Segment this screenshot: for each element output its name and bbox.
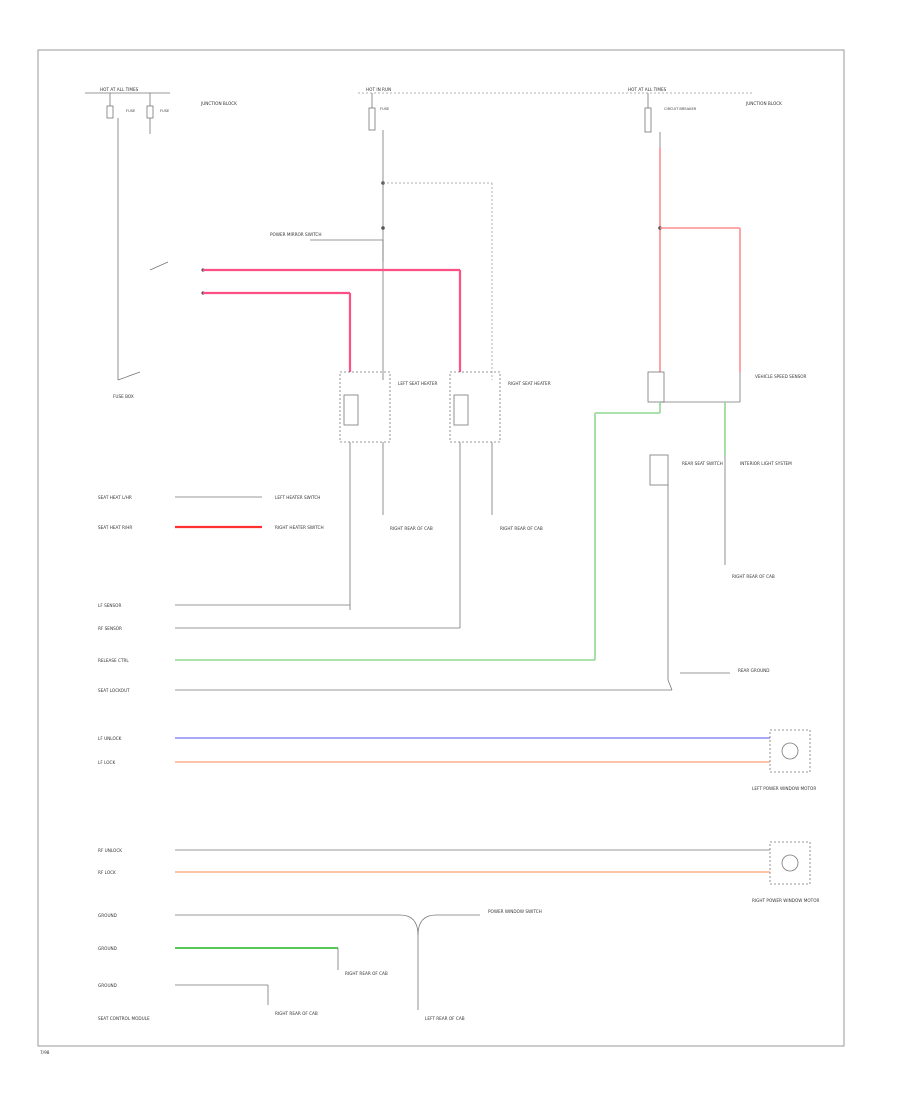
label-power-mirror: POWER MIRROR SWITCH <box>270 232 321 237</box>
switch-left <box>149 261 169 271</box>
label-junction-left: JUNCTION BLOCK <box>200 101 237 106</box>
wire-segment <box>667 679 673 691</box>
label-rf-sensor: RF SENSOR <box>98 626 122 631</box>
wire-segment <box>399 914 419 1010</box>
label-left-heater-switch: LEFT HEATER SWITCH <box>275 495 320 500</box>
label-ground-g5: RIGHT REAR OF CAB <box>345 971 388 976</box>
label-ground-1: GROUND <box>98 913 117 918</box>
label-ground-g6: RIGHT REAR OF CAB <box>275 1011 318 1016</box>
label-hot-right: HOT AT ALL TIMES <box>628 87 667 92</box>
splice-dot <box>781 854 799 872</box>
label-hot-in-run: HOT IN RUN <box>366 87 391 92</box>
label-release-ctrl: RELEASE CTRL <box>98 658 129 663</box>
label-junction-right: JUNCTION BLOCK <box>745 101 782 106</box>
footer-code: 7/98 <box>40 1050 50 1055</box>
label-right-seat-heater: RIGHT SEAT HEATER <box>508 381 551 386</box>
label-rear-ground: REAR GROUND <box>738 668 770 673</box>
splice-dot <box>781 742 799 760</box>
fuse-c-symbol <box>368 107 376 131</box>
label-ground-g1: RIGHT REAR OF CAB <box>390 526 433 531</box>
rear-seat-switch-box <box>649 454 669 486</box>
label-circuit-breaker: CIRCUIT BREAKER <box>664 107 697 111</box>
right-heater-element <box>453 394 469 426</box>
left-heater-element <box>343 394 359 426</box>
label-ground-2: GROUND <box>98 946 117 951</box>
splice-dot <box>381 226 385 230</box>
wire-segment <box>117 371 141 381</box>
fuse-a-symbol <box>106 105 114 119</box>
left-window-motor-box <box>769 729 811 773</box>
label-ground-g4: LEFT REAR OF CAB <box>425 1016 465 1021</box>
label-fuse-c: FUSE <box>380 107 390 111</box>
label-lf-sensor: LF SENSOR <box>98 603 121 608</box>
label-seat-control-module: SEAT CONTROL MODULE <box>98 1016 150 1021</box>
label-vehicle-speed-sensor: VEHICLE SPEED SENSOR <box>755 374 807 379</box>
label-power-window-switch: POWER WINDOW SWITCH <box>488 909 542 914</box>
left-heater-switch-box <box>339 371 391 443</box>
vss-connector <box>647 371 665 403</box>
label-fuse-b: FUSE <box>160 109 170 113</box>
label-seat-heat-right: SEAT HEAT R/HR <box>98 525 132 530</box>
label-hot-left: HOT AT ALL TIMES <box>100 87 139 92</box>
label-interior-light: INTERIOR LIGHT SYSTEM <box>740 461 792 466</box>
label-ground-g2: RIGHT REAR OF CAB <box>500 526 543 531</box>
label-lf-unlock: LF UNLOCK <box>98 736 122 741</box>
label-seat-lockout: SEAT LOCKOUT <box>98 688 130 693</box>
circuit-breaker-symbol <box>644 107 652 133</box>
label-left-seat-heater: LEFT SEAT HEATER <box>398 381 437 386</box>
right-heater-switch-box <box>449 371 501 443</box>
label-lf-lock: LF LOCK <box>98 760 115 765</box>
label-right-heater-switch: RIGHT HEATER SWITCH <box>275 525 324 530</box>
label-left-window-motor: LEFT POWER WINDOW MOTOR <box>752 786 816 791</box>
label-rf-lock: RF LOCK <box>98 870 116 875</box>
fuse-b-symbol <box>146 105 154 119</box>
label-rf-unlock: RF UNLOCK <box>98 848 122 853</box>
wire-segment <box>417 914 437 936</box>
diagram-frame <box>37 49 845 1047</box>
label-ground-3: GROUND <box>98 983 117 988</box>
label-rear-seat-switch: REAR SEAT SWITCH <box>682 461 723 466</box>
label-right-window-motor: RIGHT POWER WINDOW MOTOR <box>752 898 820 903</box>
label-fuse-box: FUSE BOX <box>113 394 134 399</box>
right-window-motor-box <box>769 841 811 885</box>
label-fuse-a: FUSE <box>126 109 136 113</box>
label-ground-g3: RIGHT REAR OF CAB <box>732 574 775 579</box>
label-seat-heat-left: SEAT HEAT L/HR <box>98 495 132 500</box>
